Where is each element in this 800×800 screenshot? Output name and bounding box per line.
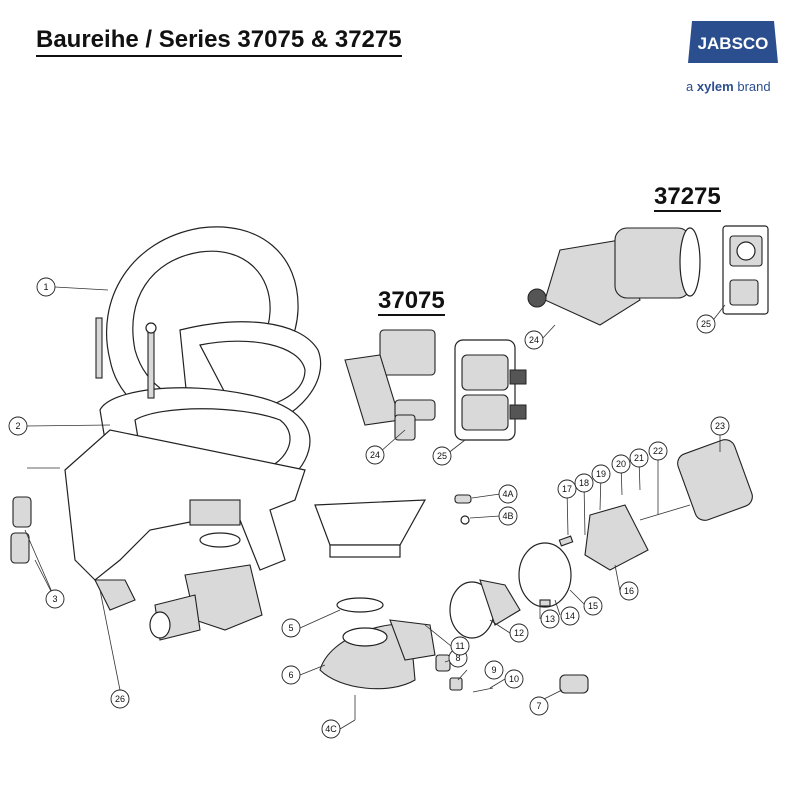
svg-text:4A: 4A <box>502 489 513 499</box>
flap-valve-housing <box>314 499 427 558</box>
hinge-bolts <box>95 317 157 399</box>
switch-panel-37075 <box>454 339 527 441</box>
solenoid-valve-37075 <box>344 329 436 441</box>
callout-6: 6 <box>281 665 301 685</box>
callout-9: 9 <box>484 660 504 680</box>
switch-panel-37275 <box>722 225 769 315</box>
hose-fittings <box>10 496 136 611</box>
toilet-pump-base <box>149 499 263 641</box>
svg-text:2: 2 <box>15 421 20 431</box>
svg-text:JABSCO: JABSCO <box>698 34 769 53</box>
callout-12: 12 <box>509 623 529 643</box>
callout-14: 14 <box>560 606 580 626</box>
callout-11: 11 <box>450 636 470 656</box>
callout-19: 19 <box>591 464 611 484</box>
callout-4A: 4A <box>498 484 518 504</box>
svg-text:25: 25 <box>437 451 447 461</box>
svg-text:23: 23 <box>715 421 725 431</box>
svg-text:8: 8 <box>455 653 460 663</box>
pump-housing <box>319 597 436 690</box>
svg-text:6: 6 <box>288 670 293 680</box>
svg-text:25: 25 <box>701 319 711 329</box>
callout-26: 26 <box>110 689 130 709</box>
svg-text:1: 1 <box>43 282 48 292</box>
callout-7: 7 <box>529 696 549 716</box>
svg-text:17: 17 <box>562 484 572 494</box>
svg-text:10: 10 <box>509 674 519 684</box>
callout-13: 13 <box>540 609 560 629</box>
svg-text:3: 3 <box>52 594 57 604</box>
svg-text:26: 26 <box>115 694 125 704</box>
callout-21: 21 <box>629 448 649 468</box>
svg-text:20: 20 <box>616 459 626 469</box>
svg-text:4C: 4C <box>325 724 337 734</box>
callout-4B: 4B <box>498 506 518 526</box>
callout-24-37275: 24 <box>524 330 544 350</box>
svg-text:24: 24 <box>370 450 380 460</box>
svg-text:14: 14 <box>565 611 575 621</box>
page-title: Baureihe / Series 37075 & 37275 <box>36 26 402 57</box>
toilet-bowl <box>64 387 311 581</box>
svg-text:11: 11 <box>455 641 464 651</box>
motor-assembly-parts <box>354 439 753 720</box>
callout-15: 15 <box>583 596 603 616</box>
svg-text:24: 24 <box>529 335 539 345</box>
callout-25-37275: 25 <box>696 314 716 334</box>
svg-text:5: 5 <box>288 623 293 633</box>
svg-text:16: 16 <box>624 586 634 596</box>
svg-text:15: 15 <box>588 601 598 611</box>
callout-5: 5 <box>281 618 301 638</box>
callout-4C: 4C <box>321 719 341 739</box>
callout-3: 3 <box>45 589 65 609</box>
callout-2: 2 <box>8 416 28 436</box>
callout-10: 10 <box>504 669 524 689</box>
svg-text:7: 7 <box>536 701 541 711</box>
svg-text:12: 12 <box>514 628 524 638</box>
svg-text:9: 9 <box>491 665 496 675</box>
jabsco-logo: JABSCO <box>688 21 778 63</box>
callout-17: 17 <box>557 479 577 499</box>
callout-22: 22 <box>648 441 668 461</box>
svg-text:13: 13 <box>545 614 555 624</box>
series-37075-label: 37075 <box>378 287 445 316</box>
series-37275-label: 37275 <box>654 183 721 212</box>
leader-lines <box>24 286 726 730</box>
svg-text:4B: 4B <box>502 511 513 521</box>
callout-24-37075: 24 <box>365 445 385 465</box>
callout-1: 1 <box>36 277 56 297</box>
callout-23: 23 <box>710 416 730 436</box>
svg-text:22: 22 <box>653 446 663 456</box>
callout-20: 20 <box>611 454 631 474</box>
callout-18: 18 <box>574 473 594 493</box>
callout-25-37075: 25 <box>432 446 452 466</box>
logo-tagline: a xylem brand <box>686 79 771 94</box>
pump-motor-37275 <box>527 227 701 326</box>
callout-16: 16 <box>619 581 639 601</box>
svg-text:19: 19 <box>596 469 606 479</box>
svg-text:21: 21 <box>634 453 644 463</box>
svg-text:18: 18 <box>579 478 589 488</box>
